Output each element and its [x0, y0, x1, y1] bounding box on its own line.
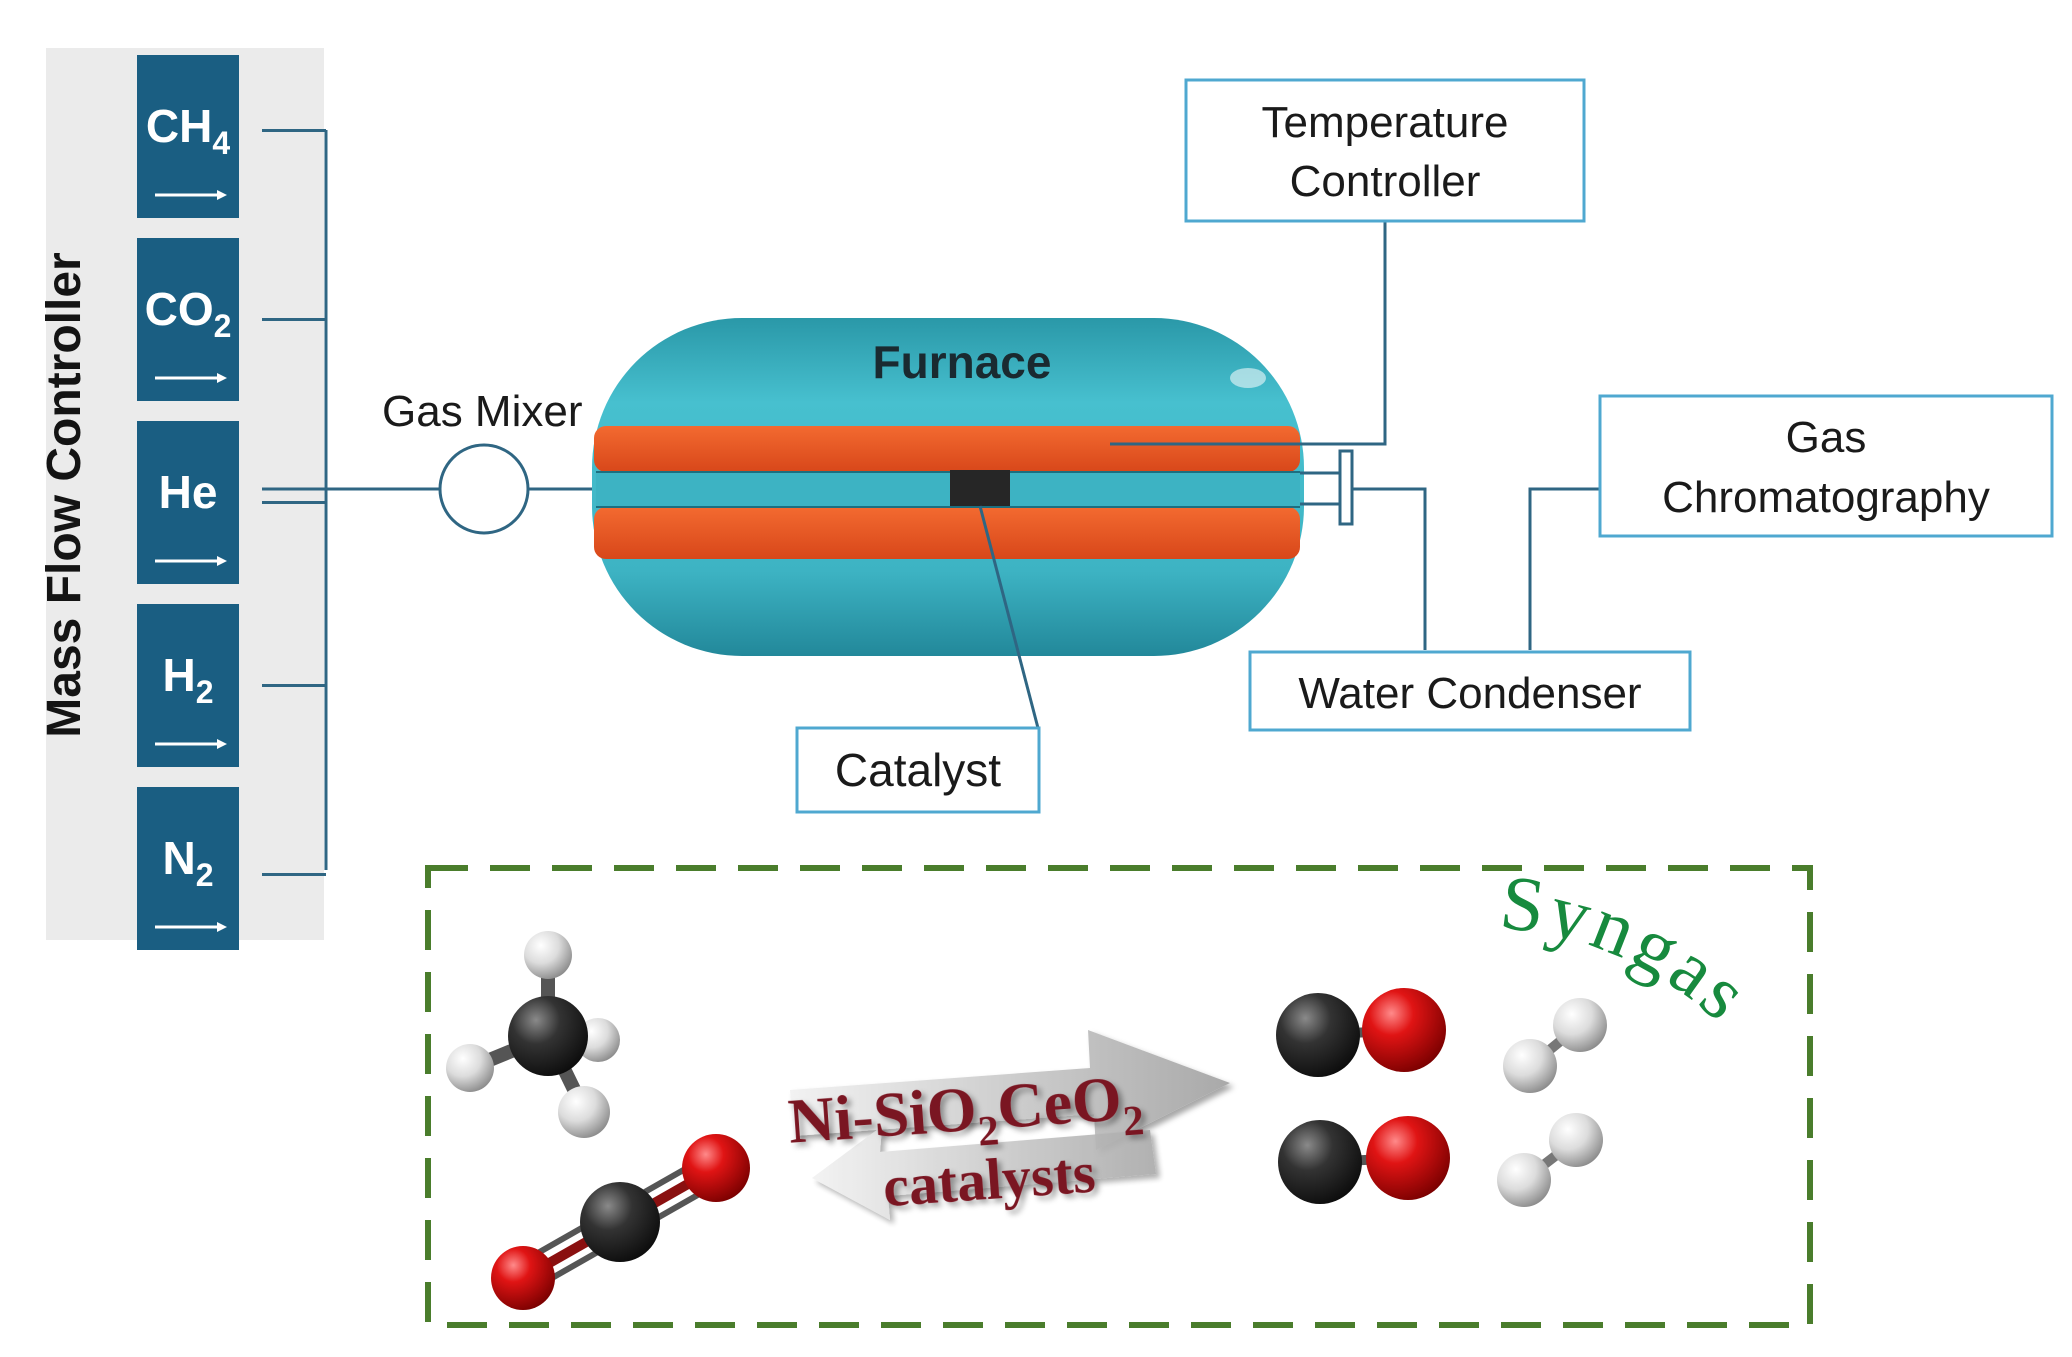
- reactor-tube: [596, 472, 1300, 507]
- catalyst-formula: Ni-SiO2CeO2: [786, 1061, 1146, 1169]
- h2-molecule-2: [1497, 1113, 1603, 1207]
- co2-molecule: [491, 1134, 750, 1310]
- water-condenser: Water Condenser: [1248, 650, 1692, 732]
- gas-chromatography: Gas Chromatography: [1528, 394, 2054, 650]
- reaction-arrows: [790, 1030, 1230, 1220]
- catalyst-callout: Catalyst: [795, 505, 1041, 814]
- mfc-gas-label: N2: [162, 832, 213, 893]
- co-molecule-2: [1278, 1116, 1450, 1204]
- thermocouple-line: [1110, 222, 1387, 446]
- condenser-to-gc-line: [1528, 487, 1600, 650]
- mfc-gas-block: H2: [137, 604, 326, 767]
- gas-mixer-circle: [438, 443, 530, 535]
- mfc-gas-block: N2: [137, 787, 326, 950]
- gas-mixer: Gas Mixer: [262, 387, 600, 535]
- gas-chromatography-line2: Chromatography: [1662, 473, 1990, 522]
- tube-outlet: [1300, 449, 1427, 650]
- mfc-title: Mass Flow Controller: [38, 252, 91, 737]
- svg-text:Syngas: Syngas: [1496, 858, 1768, 1039]
- mfc-gas-block: CH4: [137, 55, 326, 218]
- flow-arrow-icon: [155, 373, 227, 383]
- furnace-band-bottom: [594, 507, 1300, 559]
- methane-molecule: [446, 931, 620, 1138]
- h2-molecule-1: [1503, 998, 1607, 1093]
- reaction-panel: Ni-SiO2CeO2 catalysts Syngas: [425, 858, 1813, 1328]
- reaction-dashed-border: [425, 865, 1813, 1328]
- furnace: Furnace: [592, 318, 1304, 656]
- mfc-gas-label: He: [159, 466, 218, 518]
- gas-chromatography-box: [1598, 394, 2054, 538]
- catalyst-bed: [950, 470, 1010, 506]
- mfc-gas-label: CH4: [146, 100, 230, 161]
- flow-arrow-icon: [155, 739, 227, 749]
- gas-mixer-label: Gas Mixer: [382, 387, 582, 436]
- flow-arrow-icon: [155, 922, 227, 932]
- reverse-arrow: [812, 1126, 1156, 1220]
- mfc-gas-label: CO2: [145, 283, 232, 344]
- temperature-controller-box: [1184, 78, 1586, 223]
- catalyst-box: [795, 726, 1041, 814]
- co-molecule-1: [1276, 988, 1446, 1077]
- furnace-band-top: [594, 426, 1300, 472]
- mfc-gas-block: He: [137, 421, 326, 584]
- catalyst-pointer: [978, 505, 1040, 729]
- furnace-label: Furnace: [873, 336, 1052, 388]
- temperature-controller-line2: Controller: [1290, 157, 1481, 206]
- water-condenser-label: Water Condenser: [1298, 669, 1641, 718]
- mfc-gas-label: H2: [162, 649, 213, 710]
- mfc-gas-block: CO2: [137, 238, 326, 401]
- flow-arrow-icon: [155, 190, 227, 200]
- temperature-controller: Temperature Controller: [1184, 78, 1586, 223]
- forward-arrow: [790, 1030, 1230, 1150]
- catalysts-word: catalysts: [881, 1140, 1098, 1220]
- flow-arrow-icon: [155, 556, 227, 566]
- catalyst-label: Catalyst: [835, 744, 1001, 796]
- gas-chromatography-line1: Gas: [1786, 413, 1867, 462]
- furnace-highlight: [1230, 368, 1266, 388]
- temperature-controller-line1: Temperature: [1261, 98, 1508, 147]
- water-condenser-box: [1248, 650, 1692, 732]
